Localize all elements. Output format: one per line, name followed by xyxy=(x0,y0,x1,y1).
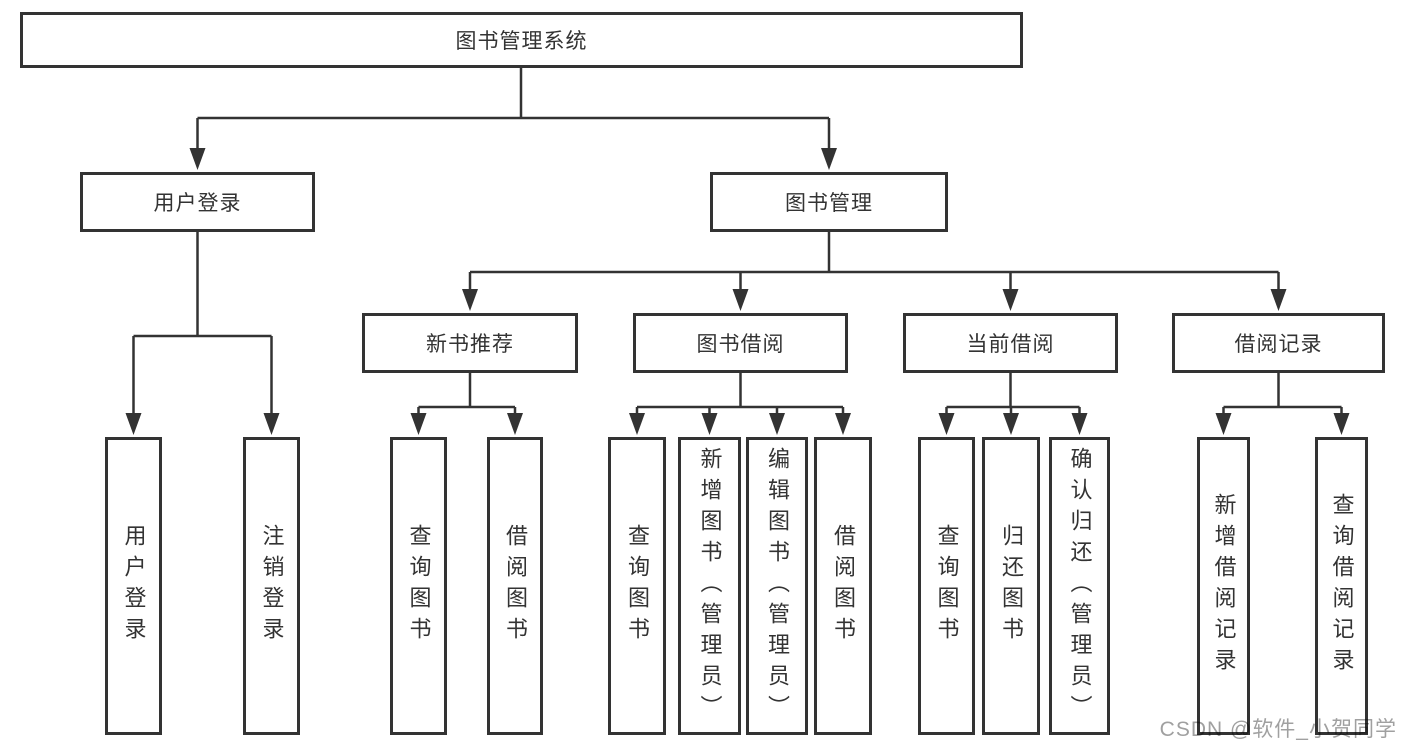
leaf-current-query: 查询图书 xyxy=(918,437,975,735)
leaf-records-query: 查询借阅记录 xyxy=(1315,437,1368,735)
node-label: 查询借阅记录 xyxy=(1329,493,1355,679)
leaf-user-login: 用户登录 xyxy=(105,437,162,735)
arrow-down-icon xyxy=(1071,413,1088,435)
node-label: 借阅图书 xyxy=(831,524,856,648)
node-label: 确认归还（管理员） xyxy=(1067,446,1093,726)
node-label: 当前借阅 xyxy=(966,333,1055,356)
edge-root-to-level1 xyxy=(196,68,831,152)
leaf-newbooks-borrow: 借阅图书 xyxy=(487,437,543,735)
node-label: 图书管理系统 xyxy=(455,30,588,53)
arrow-down-icon xyxy=(629,413,645,435)
arrow-down-icon xyxy=(701,413,718,435)
leaf-newbooks-query: 查询图书 xyxy=(390,437,447,735)
arrow-down-icon xyxy=(1270,289,1287,311)
node-label: 新增借阅记录 xyxy=(1211,493,1237,679)
arrow-down-icon xyxy=(1333,413,1350,435)
node-borrow-records: 借阅记录 xyxy=(1172,313,1385,373)
arrow-down-icon xyxy=(507,413,523,435)
node-book-management: 图书管理 xyxy=(710,172,948,232)
node-root-system: 图书管理系统 xyxy=(20,12,1023,68)
edge-current-to-leaves xyxy=(945,373,1081,417)
leaf-borrowing-borrow: 借阅图书 xyxy=(814,437,872,735)
node-label: 查询图书 xyxy=(934,524,960,648)
node-label: 归还图书 xyxy=(999,524,1024,648)
node-label: 新增图书（管理员） xyxy=(697,446,723,726)
node-label: 查询图书 xyxy=(406,524,432,648)
arrow-down-icon xyxy=(462,289,478,311)
node-label: 注销登录 xyxy=(259,524,285,648)
node-user-login: 用户登录 xyxy=(80,172,315,232)
leaf-current-return: 归还图书 xyxy=(982,437,1040,735)
arrow-down-icon xyxy=(189,148,206,170)
arrow-down-icon xyxy=(938,413,955,435)
arrow-down-icon xyxy=(263,413,280,435)
edge-newbooks-to-leaves xyxy=(417,373,517,417)
leaf-borrowing-query: 查询图书 xyxy=(608,437,666,735)
node-label: 用户登录 xyxy=(121,524,147,648)
arrow-down-icon xyxy=(125,413,142,435)
arrow-down-icon xyxy=(821,148,837,170)
node-book-borrowing: 图书借阅 xyxy=(633,313,848,373)
node-current-borrowing: 当前借阅 xyxy=(903,313,1118,373)
arrow-down-icon xyxy=(410,413,427,435)
arrow-down-icon xyxy=(769,413,785,435)
node-label: 图书借阅 xyxy=(696,333,785,356)
node-new-book-recommend: 新书推荐 xyxy=(362,313,578,373)
node-label: 编辑图书（管理员） xyxy=(765,446,790,726)
arrowheads xyxy=(125,148,1350,435)
arrow-down-icon xyxy=(732,289,749,311)
leaf-current-confirm-return-admin: 确认归还（管理员） xyxy=(1049,437,1110,735)
edge-login-to-leaves xyxy=(132,232,273,417)
edge-mgmt-to-level2 xyxy=(468,232,1280,293)
edge-borrowing-to-leaves xyxy=(635,373,845,417)
node-label: 新书推荐 xyxy=(426,333,514,356)
leaf-borrowing-add-admin: 新增图书（管理员） xyxy=(678,437,741,735)
leaf-logout: 注销登录 xyxy=(243,437,300,735)
arrow-down-icon xyxy=(1002,289,1019,311)
node-label: 查询图书 xyxy=(625,524,650,648)
arrow-down-icon xyxy=(835,413,851,435)
node-label: 用户登录 xyxy=(153,192,242,215)
leaf-borrowing-edit-admin: 编辑图书（管理员） xyxy=(746,437,808,735)
node-label: 借阅记录 xyxy=(1234,333,1323,356)
arrow-down-icon xyxy=(1003,413,1019,435)
node-label: 借阅图书 xyxy=(503,524,528,648)
edge-records-to-leaves xyxy=(1222,373,1343,417)
arrow-down-icon xyxy=(1215,413,1232,435)
leaf-records-add: 新增借阅记录 xyxy=(1197,437,1250,735)
node-label: 图书管理 xyxy=(785,192,873,215)
